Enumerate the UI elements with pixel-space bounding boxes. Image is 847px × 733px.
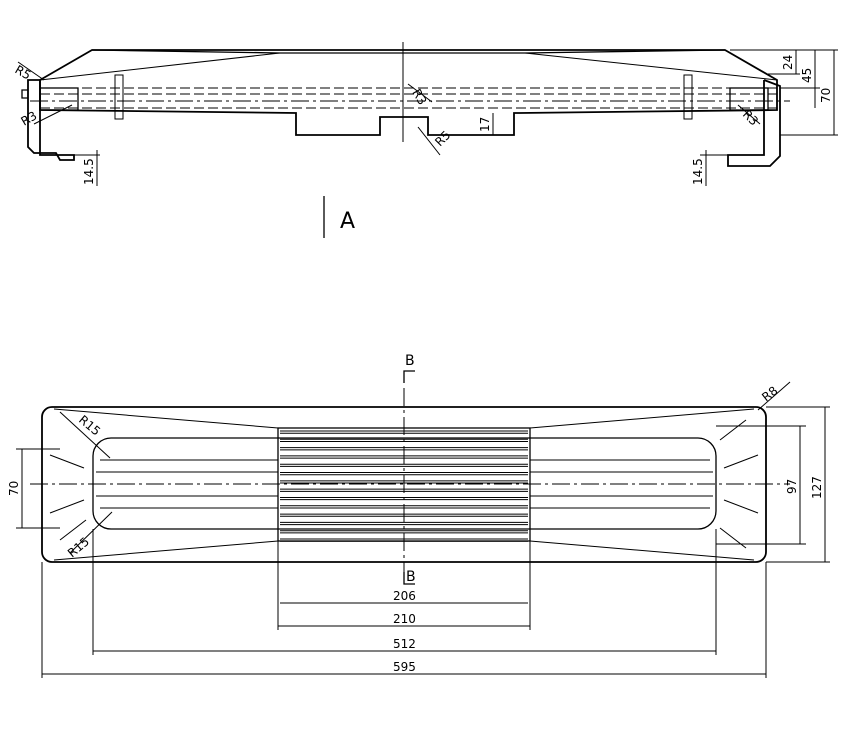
top-view-slope-bottom-left [53, 540, 279, 561]
top-view-r8-leader [757, 381, 791, 411]
side-view-r5-center-label: R5 [432, 128, 453, 149]
view-a-label: A [340, 209, 355, 234]
top-view-dim-595: 595 [393, 660, 416, 674]
side-view: R5 R3 R3 R5 R3 24 45 70 17 14.5 14.5 A [13, 42, 838, 238]
top-view-corner-ticks [49, 419, 759, 549]
top-view-dim-206: 206 [393, 589, 416, 603]
section-b-top-marker [403, 370, 415, 383]
top-view-r8-label: R8 [759, 383, 780, 404]
section-b-bottom-label: B [406, 569, 416, 585]
side-view-r5-leader [17, 61, 45, 81]
side-view-right-pin [683, 74, 693, 120]
side-view-top-slope-left [39, 52, 281, 81]
side-view-dim-24: 24 [781, 55, 795, 70]
side-view-left-end-tab [21, 89, 28, 99]
side-view-r3-center-leader [407, 83, 433, 103]
section-b-top-label: B [405, 353, 415, 369]
top-view-slope-top-right [529, 408, 755, 429]
side-view-r5-center-leader [417, 126, 441, 156]
side-view-r5-label: R5 [13, 62, 34, 82]
top-view-r15-top-label: R15 [76, 413, 103, 439]
side-view-r3-left-label: R3 [19, 108, 40, 128]
section-b-bottom-marker [403, 572, 415, 585]
top-view-dim-97: 97 [785, 479, 799, 494]
top-view-dim-127: 127 [810, 476, 824, 499]
side-view-dim-70: 70 [819, 88, 833, 103]
side-view-top-slope-right [524, 52, 778, 81]
side-view-left-pin [114, 74, 124, 120]
side-view-r3-center-label: R3 [409, 87, 429, 108]
top-view-r15-bottom-leader [69, 511, 113, 554]
side-view-outline [39, 49, 778, 136]
side-view-dim-14-5-left: 14.5 [82, 158, 96, 185]
side-view-right-end [727, 79, 781, 167]
top-view-r15-top-leader [59, 411, 111, 459]
top-view-r15-bottom-label: R15 [65, 534, 92, 560]
side-view-left-slot [39, 87, 79, 111]
top-view-slope-bottom-right [529, 540, 755, 561]
top-view-dim-512: 512 [393, 637, 416, 651]
side-view-dim-45: 45 [800, 68, 814, 83]
side-view-r3-right-leader [737, 104, 761, 125]
top-view-dim-70: 70 [7, 481, 21, 496]
side-view-left-end [27, 79, 75, 161]
top-view: B B R15 R15 R8 70 97 127 [7, 353, 830, 678]
side-view-dim-14-5-right: 14.5 [691, 158, 705, 185]
top-view-side-grooves [96, 459, 713, 509]
top-view-slope-top-left [53, 408, 279, 429]
side-view-r3-left-leader [33, 104, 73, 125]
side-view-dim-17: 17 [478, 117, 492, 132]
top-view-dim-210: 210 [393, 612, 416, 626]
